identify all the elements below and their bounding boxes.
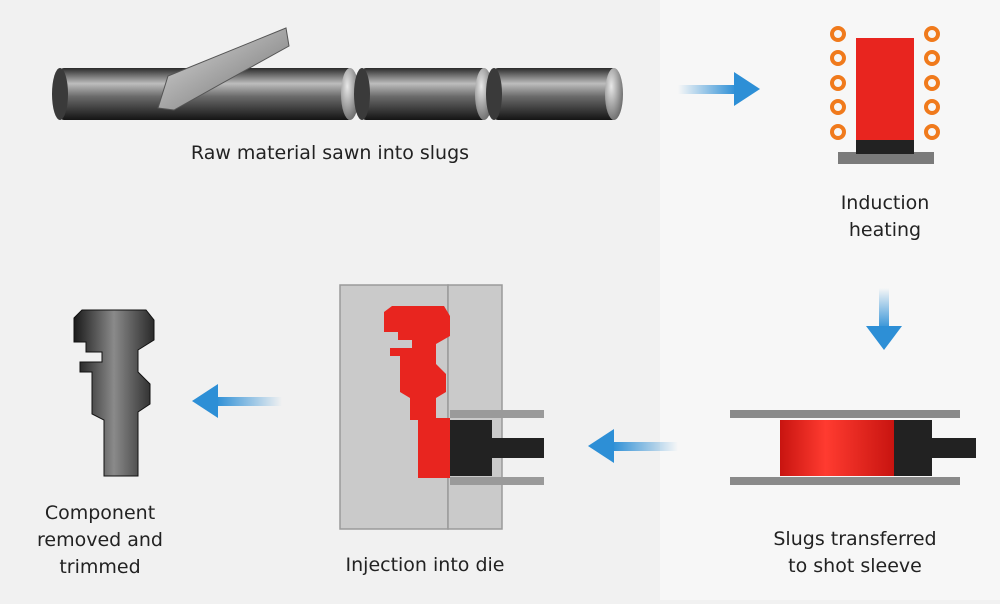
arrow-left-1 [588, 429, 678, 463]
die-plunger-rod [492, 438, 544, 458]
slug-2 [494, 68, 616, 120]
backdrop-panel [660, 0, 1000, 600]
hot-slug [856, 38, 914, 154]
die-illustration [339, 284, 544, 530]
step-label-die: Injection into die [345, 554, 505, 576]
slug-1 [362, 68, 486, 120]
sawn-rods-illustration [52, 27, 623, 120]
heater-base [838, 152, 934, 164]
slug-1-end [354, 68, 370, 120]
step-label-saw: Raw material sawn into slugs [190, 142, 470, 164]
finished-component-illustration [73, 309, 155, 477]
molten-part-cavity [384, 306, 450, 478]
die-sleeve-bottom [450, 477, 544, 485]
saw-blade [157, 27, 290, 111]
arrow-left-2 [192, 384, 282, 418]
slug-2-face [605, 68, 623, 120]
step-label-trim: Component removed and trimmed [37, 502, 163, 578]
die-sleeve-top [450, 410, 544, 418]
arrow-down [866, 288, 902, 350]
slug-2-end [486, 68, 502, 120]
sleeve-top-wall [730, 410, 960, 418]
slug-in-sleeve [780, 420, 894, 476]
shot-sleeve-illustration [730, 410, 976, 485]
plunger-head [894, 420, 932, 476]
induction-heater-illustration [830, 26, 940, 164]
step-label-heat: Induction heating [840, 192, 930, 241]
coil-left [830, 26, 846, 140]
long-rod [60, 68, 352, 120]
trimmed-component [73, 309, 155, 477]
die-plunger-head [450, 420, 492, 476]
step-label-sleeve: Slugs transferred to shot sleeve [773, 528, 937, 577]
sleeve-bottom-wall [730, 477, 960, 485]
long-rod-face [341, 68, 359, 120]
plunger-rod [932, 438, 976, 458]
die-half-right [447, 284, 503, 530]
coil-right [924, 26, 940, 140]
long-rod-end [52, 68, 68, 120]
arrow-right [678, 72, 760, 106]
slug-base-dark [856, 140, 914, 154]
